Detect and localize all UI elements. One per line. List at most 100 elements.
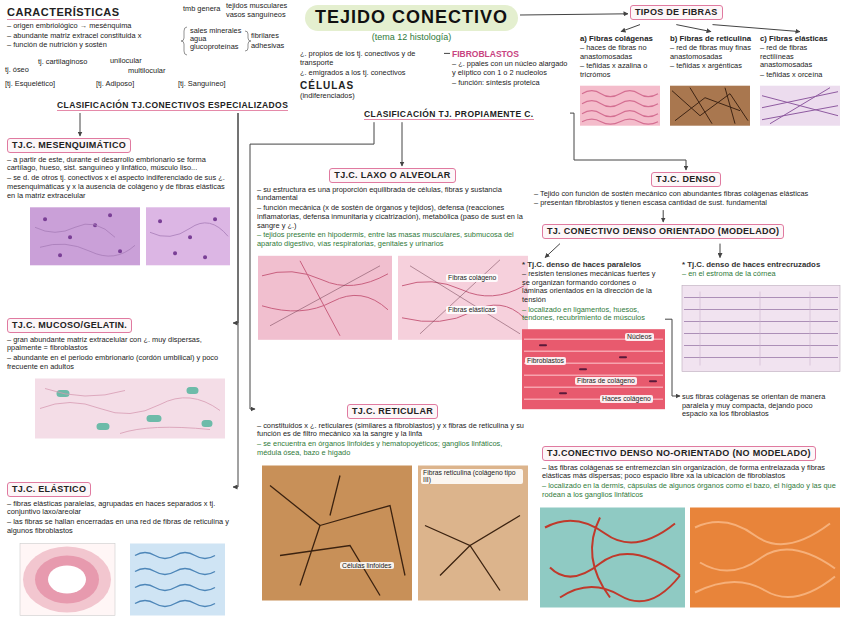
- cells-block: ¿. propios de los tj. conectivos y de tr…: [298, 47, 444, 103]
- fiber-strokes: [672, 88, 748, 124]
- tissue-section: TJ.C. DENSO – Tejido con función de sosté…: [532, 170, 840, 210]
- reticulin-micrograph: [670, 86, 750, 126]
- mesenchyme-micrograph: [30, 207, 230, 265]
- body-text: – fibras elásticas paralelas, agrupadas …: [7, 500, 231, 517]
- image-label: Fibroblastos: [525, 357, 566, 365]
- heading-text: CARACTERÍSTICAS: [7, 6, 120, 20]
- heading-text: TEJIDO CONECTIVO: [305, 5, 518, 31]
- body-text: – tejidos presente en hipodermis, entre …: [257, 231, 528, 248]
- heading-text: * Tj.C. denso de haces entrecruzados: [682, 260, 838, 269]
- connector-arrow: [233, 113, 238, 323]
- tissue-section: TJ.C. RETICULAR– constituidos x ¿. retic…: [255, 402, 530, 460]
- body-text: – localizado en la dermis, cápsulas de a…: [542, 482, 838, 499]
- body-text: – Tejido con función de sostén mecánico …: [534, 190, 838, 199]
- fiber-type-block: a) Fibras colágenas– haces de fibras no …: [578, 32, 664, 82]
- fibroblast-nuclei: [540, 345, 656, 393]
- collagen-strokes: [545, 518, 680, 602]
- micrograph-ground: [35, 379, 225, 439]
- cell-processes: [35, 223, 228, 256]
- body-text: ¿. emigrados a los tj. conectivos: [300, 69, 442, 78]
- collagen-micrograph: [580, 86, 660, 126]
- body-text: – resisten tensiones mecánicas fuertes y…: [522, 270, 663, 305]
- stroma-lamellae: [684, 298, 838, 358]
- connector-arrow: [665, 319, 680, 396]
- body-text: – las fibras colágenas se entremezclan s…: [542, 464, 838, 481]
- note-label: vasos sanguíneos: [226, 11, 286, 20]
- heading-text: TJ. CONECTIVO DENSO ORIENTADO (MODELADO): [542, 224, 784, 239]
- connector-arrow: [444, 53, 450, 54]
- drawing-ground: [682, 286, 840, 372]
- image-label: Células linfoides: [340, 562, 394, 570]
- elastic-strokes: [270, 260, 520, 334]
- body-text: – función mecánica (x de sostén de órgan…: [257, 204, 528, 230]
- connector-arrow: [663, 210, 664, 222]
- connector-arrow: [676, 25, 711, 32]
- connector-arrow: [545, 244, 560, 258]
- body-text: – localizado en ligamentos, huesos, tend…: [522, 306, 663, 323]
- fiber-type-block: c) Fibras elásticas– red de fibras recti…: [758, 32, 842, 82]
- tissue-section: TJ.C. LAXO O ALVEOLAR– su estructura es …: [255, 166, 530, 251]
- heading-text: * Tj.C. denso de haces paralelos: [522, 260, 663, 269]
- note-label: tejidos musculares: [226, 2, 287, 11]
- tissue-section: * Tj.C. denso de haces entrecruzados– en…: [680, 258, 840, 281]
- body-text: – abundante matriz extracel constituida …: [7, 32, 181, 41]
- tissue-section: * Tj.C. denso de haces paralelos– resist…: [520, 258, 665, 326]
- bracket: [181, 27, 187, 55]
- body-text: – teñidas x azalina o tricrómos: [580, 62, 662, 79]
- bracket: [245, 31, 251, 51]
- tissue-section: TJ.C. MESENQUIMÁTICO– a partir de este, …: [5, 136, 233, 202]
- tissue-section: sus fibras colágenas se orientan de mane…: [680, 390, 840, 421]
- fiber-types-heading: TIPOS DE FIBRAS: [628, 3, 725, 25]
- micrograph-ground: [690, 508, 840, 608]
- body-text: – teñidas x argénticas: [670, 62, 752, 71]
- body-text: – abundante en el periodo embrionario (c…: [7, 354, 231, 371]
- micrograph-ground: [540, 508, 685, 608]
- connector-arrow: [250, 122, 374, 409]
- artery-wall: [23, 547, 111, 613]
- note-label: multilocular: [128, 67, 165, 76]
- fiber-strokes: [762, 88, 838, 124]
- body-text: CÉLULAS: [300, 80, 442, 92]
- body-text: – en el estroma de la córnea: [682, 270, 838, 279]
- characteristics-block: CARACTERÍSTICAS – origen embriológico → m…: [5, 4, 183, 52]
- micrograph-ground: [398, 256, 528, 340]
- image-label: Núcleos: [625, 333, 654, 341]
- micrograph-ground: [522, 329, 665, 409]
- heading-text: TIPOS DE FIBRAS: [630, 5, 723, 20]
- collagen-strokes: [695, 522, 835, 597]
- mucous-micrograph: [35, 379, 225, 439]
- image-label: Fibras reticulina (colágeno tipo III): [421, 469, 523, 485]
- drawing-ground: [130, 544, 225, 616]
- body-text: – función de nutrición y sostén: [7, 41, 181, 50]
- heading-text: TJ.C. DENSO: [651, 172, 721, 187]
- connector-arrow: [720, 244, 721, 258]
- note-label: [tj. Adiposo]: [96, 80, 134, 89]
- body-text: – las fibras se hallan encerradas en una…: [7, 518, 231, 535]
- micrograph-ground: [30, 207, 140, 265]
- heading-text: CLASIFICACIÓN TJ. PROPIAMENTE C.: [364, 109, 534, 120]
- tissue-section: TJ.C. MUCOSO/GELATIN. – gran abundante ma…: [5, 316, 233, 374]
- body-text: – constituidos x ¿. reticulares (similar…: [257, 422, 528, 439]
- dense-irregular-micrograph: [540, 508, 840, 608]
- note-label: unilocular: [110, 57, 142, 66]
- elastic-lamellae: [135, 553, 215, 607]
- tissue-section: TJ.CONECTIVO DENSO NO-ORIENTADO (NO MODE…: [540, 444, 840, 502]
- heading-text: FIBROBLASTOS: [452, 49, 572, 59]
- collagen-bundles: [524, 339, 663, 399]
- body-text: – haces de fibras no anastomosadas: [580, 44, 662, 61]
- note-label: tmb genera: [183, 5, 220, 14]
- body-text: – gran abundante matriz extracelular con…: [7, 336, 231, 353]
- dense-regular-micrograph: [522, 329, 665, 409]
- body-text: – origen embriológico → mesénquima: [7, 22, 181, 31]
- drawing-ground: [20, 544, 115, 616]
- connector-arrow: [570, 113, 686, 170]
- heading-text: TJ.C. LAXO O ALVEOLAR: [329, 168, 455, 183]
- heading-text: TJ.C. MUCOSO/GELATIN.: [7, 318, 132, 333]
- micrograph-ground: [580, 86, 660, 126]
- elastic-micrograph: [760, 86, 840, 126]
- fiber-strokes: [262, 261, 524, 336]
- connector-arrow: [80, 113, 81, 136]
